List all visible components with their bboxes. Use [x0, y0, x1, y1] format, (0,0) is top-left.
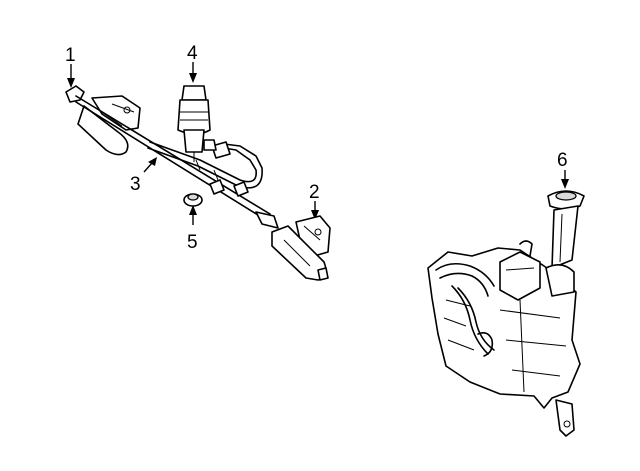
left-washer-nozzle: [65, 85, 141, 156]
callout-1-label: 1: [65, 45, 76, 66]
callout-4-label: 4: [187, 43, 198, 64]
right-washer-nozzle: [255, 211, 331, 281]
callout-4-leader: [189, 62, 197, 83]
grommet: [183, 193, 203, 207]
callout-1-leader: [67, 64, 75, 88]
callout-5-leader: [189, 205, 197, 225]
callout-2-leader: [311, 201, 319, 220]
washer-hose: [75, 95, 271, 221]
callout-6-leader: [561, 170, 569, 189]
callout-3-label: 3: [130, 174, 141, 195]
washer-fluid-reservoir: [427, 205, 581, 437]
callout-5-label: 5: [187, 232, 198, 253]
callout-6-label: 6: [557, 150, 568, 171]
callout-3-leader: [143, 157, 157, 173]
callout-2-label: 2: [309, 182, 320, 203]
reservoir-cap: [547, 190, 585, 210]
washer-pump: [177, 85, 217, 162]
